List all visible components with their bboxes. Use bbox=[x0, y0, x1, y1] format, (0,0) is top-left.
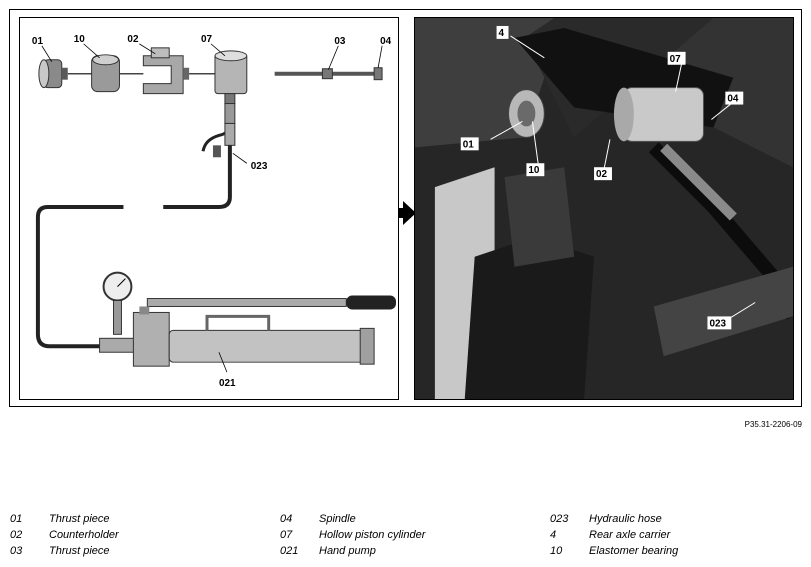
photo-callout-10: 10 bbox=[528, 165, 540, 176]
counterholder-02-illustration bbox=[142, 47, 190, 95]
photo-callout-04: 04 bbox=[727, 94, 739, 105]
legend-code: 021 bbox=[280, 545, 299, 557]
legend-text: Thrust piece bbox=[49, 545, 110, 557]
right-arrow-icon bbox=[403, 201, 416, 225]
legend-text: Counterholder bbox=[49, 529, 119, 541]
callout-01: 01 bbox=[32, 36, 44, 47]
legend-code: 04 bbox=[280, 513, 293, 525]
legend-code: 07 bbox=[280, 529, 293, 541]
callout-02: 02 bbox=[127, 34, 139, 45]
legend-text: Hand pump bbox=[319, 545, 376, 557]
leader-lines bbox=[41, 43, 383, 373]
callout-07: 07 bbox=[201, 34, 213, 45]
photo-callout-01: 01 bbox=[463, 139, 475, 150]
legend-code: 023 bbox=[550, 513, 569, 525]
thrust-piece-01-illustration bbox=[38, 59, 68, 89]
legend-code: 10 bbox=[550, 545, 563, 557]
arrow-stem bbox=[398, 208, 404, 218]
callout-03: 03 bbox=[334, 36, 346, 47]
legend-text: Hollow piston cylinder bbox=[319, 529, 426, 541]
figure-reference: P35.31-2206-09 bbox=[744, 420, 802, 429]
tool-diagram-panel: 01 10 02 07 03 04 023 021 bbox=[19, 17, 399, 400]
legend-text: Elastomer bearing bbox=[589, 545, 679, 557]
photo-callouts: 4 07 04 01 10 02 023 bbox=[460, 25, 744, 329]
legend-code: 01 bbox=[10, 513, 23, 525]
pressure-gauge-illustration bbox=[102, 271, 133, 335]
photo-callout-07: 07 bbox=[670, 54, 682, 65]
legend-text: Rear axle carrier bbox=[589, 529, 671, 541]
elastomer-bearing-10-illustration bbox=[91, 54, 120, 93]
legend-text: Spindle bbox=[319, 513, 356, 525]
hand-pump-021-illustration bbox=[99, 295, 397, 367]
figure-frame: 01 10 02 07 03 04 023 021 bbox=[9, 9, 802, 407]
legend-text: Hydraulic hose bbox=[589, 513, 662, 525]
callout-023: 023 bbox=[251, 161, 268, 172]
callout-04: 04 bbox=[380, 36, 392, 47]
callout-021: 021 bbox=[219, 378, 236, 389]
photo-callout-4: 4 bbox=[499, 28, 505, 39]
legend-code: 03 bbox=[10, 545, 23, 557]
legend-text: Thrust piece bbox=[49, 513, 110, 525]
photo-callout-02: 02 bbox=[596, 169, 608, 180]
tool-diagram: 01 10 02 07 03 04 023 021 bbox=[32, 34, 397, 389]
installation-photo: 4 07 04 01 10 02 023 bbox=[415, 18, 793, 399]
hydraulic-hose-023-illustration bbox=[35, 103, 236, 349]
callout-10: 10 bbox=[74, 34, 86, 45]
legend-code: 4 bbox=[550, 529, 557, 541]
installation-photo-panel: 4 07 04 01 10 02 023 bbox=[414, 17, 794, 400]
photo-callout-023: 023 bbox=[709, 318, 726, 329]
legend-code: 02 bbox=[10, 529, 23, 541]
hollow-piston-cylinder-07-illustration bbox=[214, 50, 248, 105]
photo-leader-lines bbox=[490, 35, 756, 319]
